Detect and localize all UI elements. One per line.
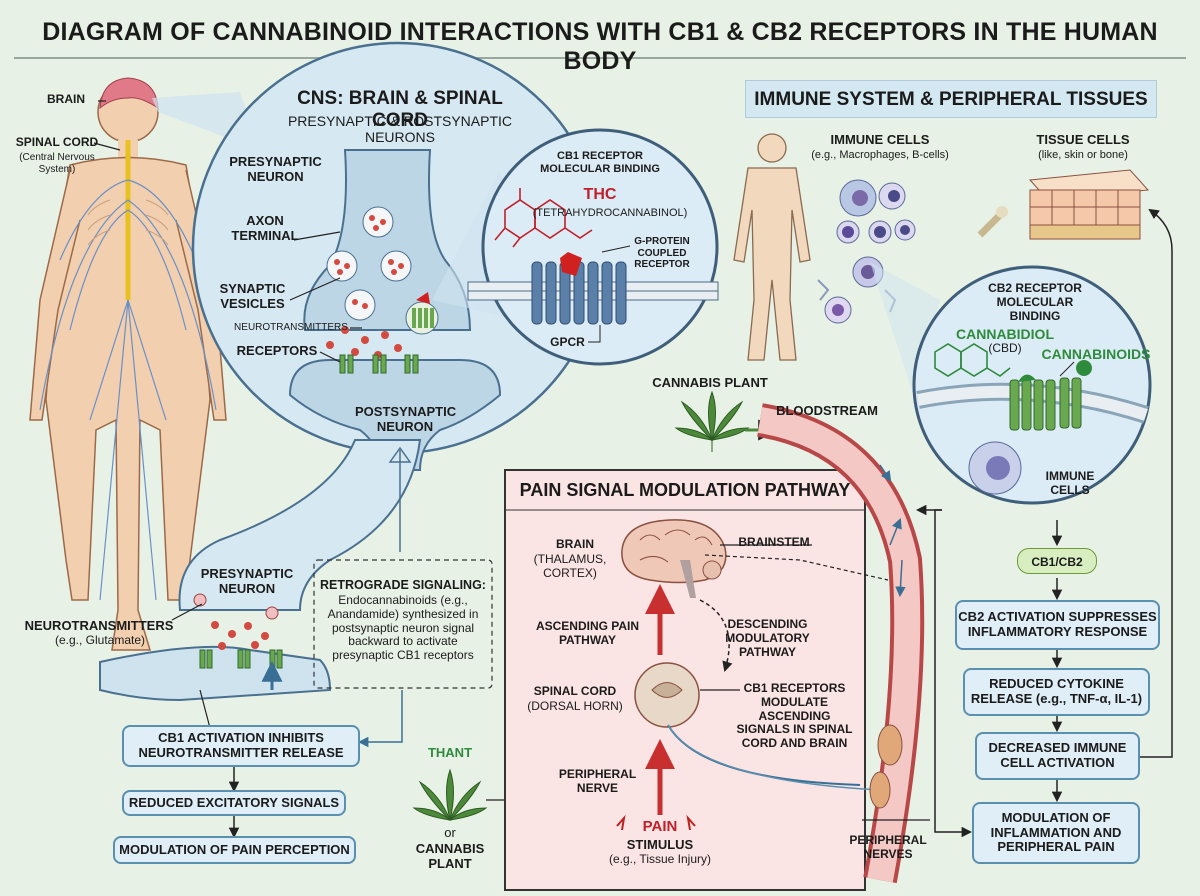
peripheral-nerves-label: PERIPHERAL NERVES: [849, 833, 927, 861]
cb1-modulate-label: CB1 RECEPTORS MODULATE ASCENDING SIGNALS…: [736, 681, 853, 751]
reduced-cytokine-box: REDUCED CYTOKINE RELEASE (e.g., TNF-α, I…: [963, 668, 1150, 716]
retrograde-title: RETROGRADE SIGNALING:: [320, 578, 486, 592]
cannabinoids-label: CANNABINOIDS: [1041, 346, 1151, 362]
cb1-binding-circle: [432, 128, 719, 366]
stimulus-sublabel: (e.g., Tissue Injury): [608, 852, 712, 866]
brain-label: BRAIN: [47, 92, 85, 106]
cb2-binding-title: CB2 RECEPTOR MOLECULAR BINDING: [988, 281, 1082, 323]
thc-full-label: (TETRAHYDROCANNABINOL): [532, 207, 688, 219]
pain-spinal-sublabel: (DORSAL HORN): [527, 699, 623, 713]
presynaptic-label: PRESYNAPTIC NEURON: [229, 154, 322, 184]
cannabidiol-label: CANNABIDIOL: [956, 326, 1054, 342]
tissue-cells-sublabel: (like, skin or bone): [1038, 149, 1128, 161]
modulation-pain-box: MODULATION OF PAIN PERCEPTION: [113, 836, 356, 864]
pain-brain-sublabel: (THALAMUS, CORTEX): [533, 552, 607, 580]
stimulus-label: STIMULUS: [626, 837, 694, 852]
brainstem-label: BRAINSTEM: [738, 535, 810, 549]
receptors-label: RECEPTORS: [236, 343, 318, 358]
decreased-immune-box: DECREASED IMMUNE CELL ACTIVATION: [975, 732, 1140, 780]
cb1-binding-title: CB1 RECEPTOR MOLECULAR BINDING: [540, 150, 660, 175]
cannabis-leaf-lower: [412, 768, 488, 821]
bloodstream-label: BLOODSTREAM: [776, 403, 878, 418]
cannabis-plant-lower-label: CANNABIS PLANT: [415, 841, 485, 871]
spinal-cord-label: SPINAL CORD: [15, 135, 99, 149]
modulation-inflammation-box: MODULATION OF INFLAMMATION AND PERIPHERA…: [972, 802, 1140, 864]
reduced-excitatory-box: REDUCED EXCITATORY SIGNALS: [122, 790, 346, 816]
g-protein-label: G-PROTEIN COUPLED RECEPTOR: [634, 236, 690, 270]
synaptic-vesicles-label: SYNAPTIC VESICLES: [219, 281, 286, 311]
page-title: DIAGRAM OF CANNABINOID INTERACTIONS WITH…: [42, 18, 1158, 75]
cannabis-plant-upper-label: CANNABIS PLANT: [652, 375, 768, 390]
immune-cells-inner-label: IMMUNE CELLS: [1045, 469, 1095, 497]
postsynaptic-label: POSTSYNAPTIC NEURON: [355, 404, 457, 434]
cns-title: CNS: BRAIN & SPINAL CORD: [297, 88, 503, 131]
cb1-cb2-badge: CB1/CB2: [1017, 548, 1097, 574]
tissue-cells-label: TISSUE CELLS: [1036, 132, 1130, 147]
ascending-pathway-label: ASCENDING PAIN PATHWAY: [535, 619, 640, 647]
immune-cells-label: IMMUNE CELLS: [830, 132, 930, 147]
peripheral-nerve-label: PERIPHERAL NERVE: [558, 767, 637, 795]
lower-presynaptic-label: PRESYNAPTIC NEURON: [200, 566, 294, 596]
silhouette-figure: [733, 133, 811, 361]
cns-synapse-circle: [191, 41, 605, 471]
or-label: or: [444, 825, 456, 840]
spinal-cord-sublabel: (Central Nervous System): [19, 152, 95, 175]
cbd-sublabel: (CBD): [988, 341, 1022, 355]
pain-brain-label: BRAIN: [556, 537, 594, 551]
immune-cells-cluster: [817, 179, 916, 324]
pain-pathway-title: PAIN SIGNAL MODULATION PATHWAY: [519, 480, 851, 500]
retrograde-synapse: [99, 439, 422, 702]
thc-label: THC: [583, 186, 617, 203]
axon-terminal-label: AXON TERMINAL: [231, 213, 299, 243]
cb2-suppresses-box: CB2 ACTIVATION SUPPRESSES INFLAMMATORY R…: [955, 600, 1160, 650]
immune-cells-sublabel: (e.g., Macrophages, B-cells): [811, 149, 949, 161]
neurotransmitters-label: NEUROTRANSMITTERS: [234, 322, 348, 333]
cb1-inhibits-box: CB1 ACTIVATION INHIBITS NEUROTRANSMITTER…: [122, 725, 360, 767]
glutamate-label: (e.g., Glutamate): [54, 633, 146, 647]
descending-pathway-label: DESCENDING MODULATORY PATHWAY: [725, 617, 810, 659]
cannabis-leaf-upper: [674, 390, 750, 452]
cb2-binding-circle: [912, 265, 1152, 505]
gpcr-label: GPCR: [550, 335, 585, 349]
tissue-block: [977, 169, 1150, 240]
pain-spinal-label: SPINAL CORD: [533, 684, 617, 698]
pain-word-label: PAIN: [642, 818, 678, 835]
retrograde-text: Endocannabinoids (e.g., Anandamide) synt…: [327, 593, 479, 663]
immune-header: IMMUNE SYSTEM & PERIPHERAL TISSUES: [745, 80, 1157, 118]
cns-subtitle: PRESYNAPTIC & POSTSYNAPTIC NEURONS: [287, 113, 513, 146]
thant-label: THANT: [427, 745, 473, 760]
pain-brain-illustration: [621, 519, 727, 728]
lower-neurotransmitters-label: NEUROTRANSMITTERS: [24, 618, 174, 633]
